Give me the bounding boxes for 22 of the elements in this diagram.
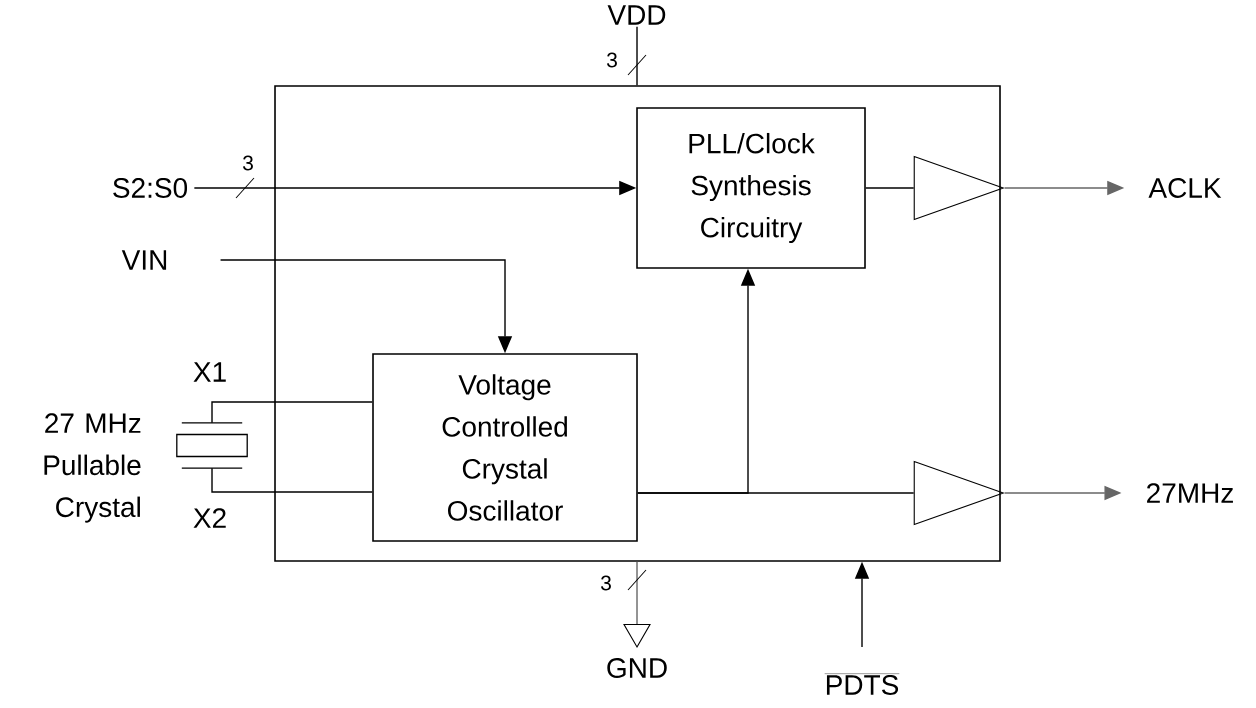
ground-label: GND [607, 658, 667, 678]
wire [636, 561, 638, 625]
pin-label: S2:S0 [113, 178, 188, 198]
wire [865, 187, 915, 189]
wire [636, 26, 638, 86]
pin-label: 27MHz [1147, 483, 1233, 503]
pin-label: X2 [193, 508, 226, 528]
chip-outline [274, 85, 1001, 562]
wire [211, 401, 373, 424]
bus-width-label: 3 [605, 51, 619, 69]
process-box: PLL/Clock Synthesis Circuitry [636, 107, 866, 269]
wire [211, 467, 373, 493]
bus-width-label: 3 [599, 574, 613, 592]
pin-label: X1 [193, 362, 226, 382]
pin-label: VIN [121, 250, 167, 270]
crystal-caption: 27 MHz Pullable Crystal [44, 413, 141, 523]
pin-label: VDD [607, 5, 666, 25]
pin-label: PDTS [824, 673, 900, 695]
crystal-symbol [176, 422, 248, 469]
process-box: Voltage Controlled Crystal Oscillator [372, 353, 638, 542]
pin-label: ACLK [1148, 178, 1222, 198]
bus-width-label: 3 [241, 154, 255, 172]
